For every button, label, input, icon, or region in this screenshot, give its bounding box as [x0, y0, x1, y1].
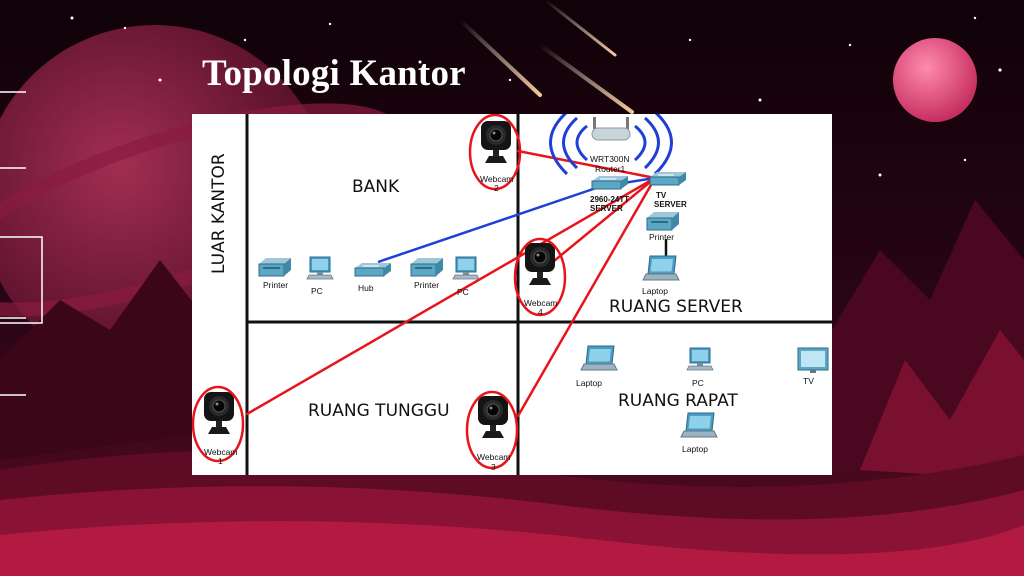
topology-diagram: LUAR KANTOR BANK RUANG SERVER RUANG TUNG…	[192, 114, 832, 475]
printer-icon	[410, 257, 444, 277]
switch-icon	[591, 175, 629, 190]
webcam-2[interactable]: Webcam 2	[468, 114, 522, 193]
webcam-1-number: 1	[218, 456, 223, 466]
bank-printer-2-label: Printer	[414, 280, 439, 290]
webcam-highlight-circle	[513, 237, 567, 317]
printer-icon	[258, 257, 292, 277]
link-hub-switch	[377, 184, 603, 264]
webcam-highlight-circle	[465, 390, 519, 470]
router-icon	[591, 117, 631, 141]
server-laptop-label: Laptop	[642, 286, 668, 296]
zone-label-bank: BANK	[352, 177, 400, 197]
rapat-pc-label: PC	[692, 378, 704, 388]
link-webcam-4	[552, 176, 657, 263]
bank-hub[interactable]: Hub	[354, 262, 392, 293]
webcam-4[interactable]: Webcam 4	[513, 237, 567, 317]
pc-icon	[686, 347, 714, 371]
printer-icon	[646, 211, 680, 231]
bank-hub-label: Hub	[358, 283, 374, 293]
server-printer[interactable]: Printer	[646, 211, 680, 242]
dune-front	[0, 521, 1024, 576]
webcam-3[interactable]: Webcam 3	[465, 390, 519, 472]
link-webcam-3	[516, 176, 657, 418]
pc-icon	[452, 256, 480, 280]
switch-sub: SERVER	[590, 204, 623, 213]
bank-pc-1-label: PC	[311, 286, 323, 296]
pc-icon	[306, 256, 334, 280]
zone-label-ruang-server: RUANG SERVER	[609, 297, 743, 317]
rapat-tv[interactable]: TV	[797, 347, 829, 386]
wifi-signal-icon	[549, 114, 673, 176]
router-name: WRT300N	[590, 154, 630, 164]
right-planet	[893, 38, 977, 122]
rapat-laptop-1-label: Laptop	[576, 378, 602, 388]
webcam-3-number: 3	[491, 462, 496, 472]
link-webcam-1	[245, 176, 657, 416]
tv-icon	[797, 347, 829, 373]
server-printer-label: Printer	[649, 232, 674, 242]
switch-name: 2960-24TT	[590, 195, 629, 204]
meteor	[538, 43, 634, 114]
switch-icon	[649, 171, 687, 186]
slide-title: Topologi Kantor	[202, 53, 466, 94]
webcam-2-label: Webcam	[480, 174, 513, 184]
webcam-2-number: 2	[494, 183, 499, 193]
zone-label-luar-kantor: LUAR KANTOR	[209, 153, 229, 274]
rapat-pc[interactable]: PC	[686, 347, 714, 388]
rapat-laptop-1[interactable]: Laptop	[576, 345, 618, 388]
tv-server-sub: SERVER	[654, 200, 687, 209]
webcam-4-label: Webcam	[524, 298, 557, 308]
webcam-4-number: 4	[538, 307, 543, 317]
zone-label-ruang-tunggu: RUANG TUNGGU	[308, 401, 450, 421]
mountains-right-front	[860, 330, 1024, 480]
meteor	[458, 18, 542, 97]
rapat-laptop-2[interactable]: Laptop	[680, 412, 718, 454]
webcam-1-label: Webcam	[204, 447, 237, 457]
tv-server-switch[interactable]: TV SERVER	[649, 171, 687, 209]
link-webcam-2	[516, 149, 657, 180]
slide-decoration	[0, 91, 43, 396]
bank-printer-1[interactable]: Printer	[258, 257, 292, 290]
webcam-links	[245, 149, 657, 418]
bank-pc-2[interactable]: PC	[452, 256, 480, 297]
webcam-1[interactable]: Webcam 1	[192, 385, 245, 466]
webcam-highlight-circle	[468, 114, 522, 191]
rapat-tv-label: TV	[803, 376, 814, 386]
zone-label-ruang-rapat: RUANG RAPAT	[618, 391, 738, 411]
meteor	[543, 0, 617, 57]
diagram-panel	[192, 114, 832, 475]
router-group[interactable]: WRT300N Router1	[549, 114, 673, 176]
bank-pc-1[interactable]: PC	[306, 256, 334, 296]
rapat-laptop-2-label: Laptop	[682, 444, 708, 454]
webcam-highlight-circle	[192, 385, 245, 463]
router-sub: Router1	[595, 164, 626, 174]
webcam-3-label: Webcam	[477, 452, 510, 462]
tv-server-name: TV	[656, 191, 667, 200]
hub-icon	[354, 262, 392, 277]
bank-printer-1-label: Printer	[263, 280, 288, 290]
bank-pc-2-label: PC	[457, 287, 469, 297]
stars	[70, 16, 1002, 177]
server-laptop[interactable]: Laptop	[642, 255, 680, 296]
bank-printer-2[interactable]: Printer	[410, 257, 444, 290]
server-switch[interactable]: 2960-24TT SERVER	[590, 175, 629, 213]
